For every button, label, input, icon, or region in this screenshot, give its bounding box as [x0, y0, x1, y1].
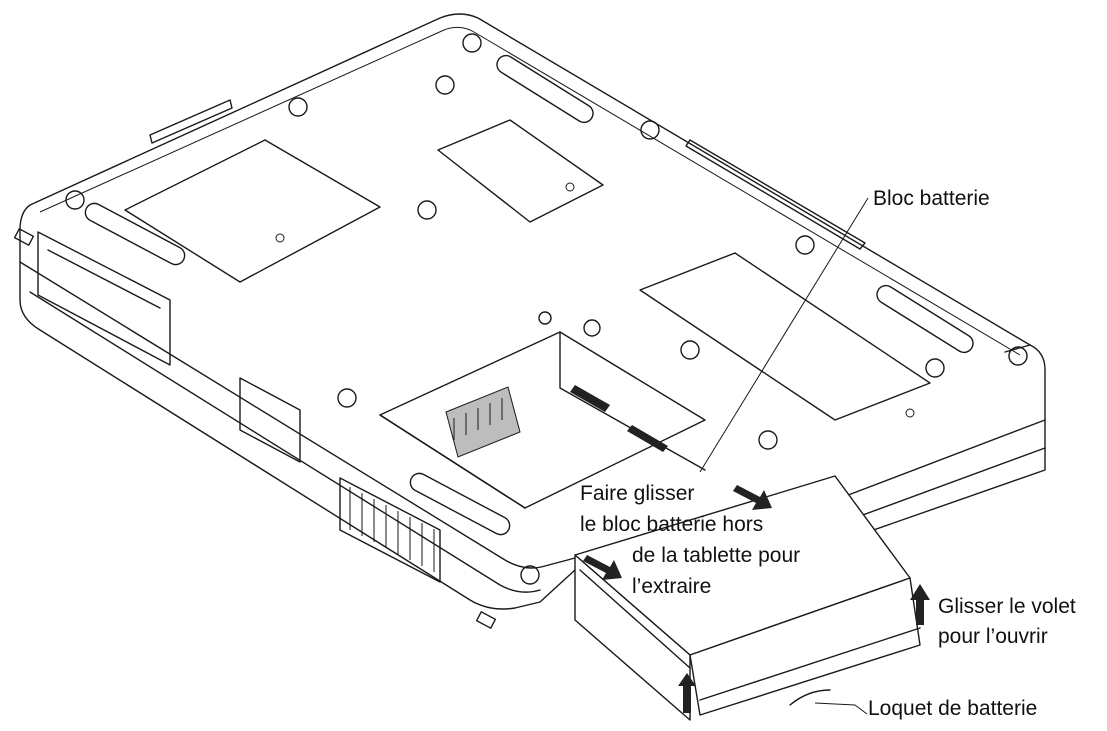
side-ports: [13, 228, 497, 629]
cover-instruction-line-1: Glisser le volet: [938, 595, 1076, 618]
slide-instruction-line-3: de la tablette pour: [632, 544, 801, 567]
slide-arrow-upper: [733, 485, 772, 510]
slide-arrows: [583, 485, 930, 625]
cover-instruction-line-2: pour l’ouvrir: [938, 625, 1048, 648]
service-panels: [124, 119, 931, 421]
slide-instruction-line-1: Faire glisser: [580, 482, 695, 505]
battery-latch-label: Loquet de batterie: [868, 697, 1038, 720]
battery-pack: [574, 475, 921, 721]
slide-instruction-line-2: le bloc batterie hors: [580, 513, 764, 536]
cover-up-arrow: [910, 584, 930, 625]
battery-pack-label: Bloc batterie: [873, 187, 990, 210]
leader-lines: [699, 197, 869, 715]
screw-holes: [65, 33, 1028, 585]
slide-arrow-lower: [583, 555, 622, 580]
slide-instruction-line-4: l’extraire: [632, 575, 712, 598]
tablet-body: [19, 13, 1046, 610]
battery-bay: [379, 331, 706, 509]
